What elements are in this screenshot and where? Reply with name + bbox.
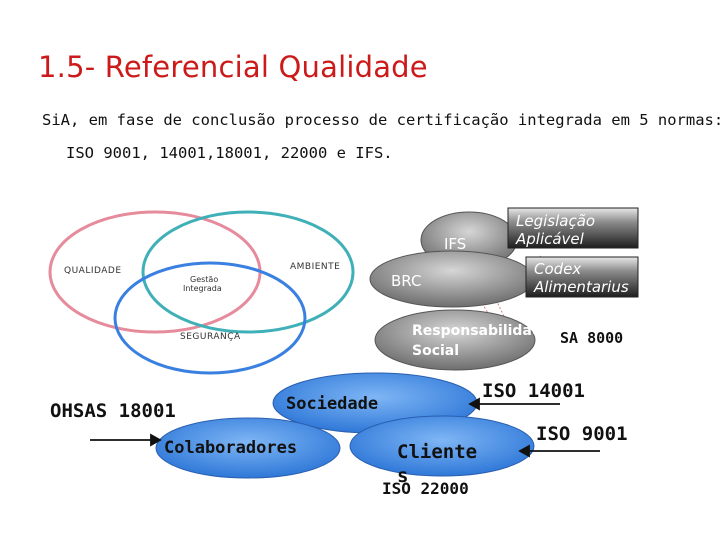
venn-label-security: SEGURANÇA bbox=[180, 332, 241, 342]
clients-ellipse bbox=[349, 415, 535, 477]
venn-label-environment: AMBIENTE bbox=[290, 262, 340, 272]
arrows bbox=[90, 397, 600, 458]
legislation-box: Legislação Aplicável bbox=[507, 207, 639, 249]
venn-label-integrated-1: Gestão bbox=[190, 275, 218, 284]
social-responsibility-label-2: Social bbox=[412, 343, 459, 359]
codex-label-1: Codex bbox=[534, 260, 581, 278]
codex-box: Codex Alimentarius bbox=[525, 256, 639, 298]
clients-label-1: Cliente bbox=[397, 441, 477, 463]
legislation-label-1: Legislação bbox=[516, 212, 595, 230]
iso-22000-label: ISO 22000 bbox=[382, 479, 469, 498]
venn-label-integrated-2: Integrada bbox=[183, 284, 222, 293]
venn-circle-environment bbox=[141, 210, 355, 334]
venn-circle-security bbox=[113, 261, 307, 375]
brc-label: BRC bbox=[391, 272, 421, 290]
venn-label-quality: QUALIDADE bbox=[64, 266, 122, 276]
clients-label-2: s bbox=[397, 465, 408, 487]
collaborators-ellipse bbox=[155, 417, 341, 479]
ifs-label: IFS bbox=[444, 235, 466, 253]
iso-14001-label: ISO 14001 bbox=[482, 380, 585, 402]
codex-label-2: Alimentarius bbox=[533, 278, 629, 296]
iso-9001-label: ISO 9001 bbox=[536, 423, 628, 445]
slide-title: 1.5- Referencial Qualidade bbox=[38, 50, 428, 84]
social-responsibility-ellipse bbox=[374, 309, 536, 371]
intro-text-line-1: SiA, em fase de conclusão processo de ce… bbox=[42, 111, 720, 129]
intro-text-line-2: ISO 9001, 14001,18001, 22000 e IFS. bbox=[66, 144, 393, 162]
legislation-label-2: Aplicável bbox=[515, 230, 585, 248]
sa8000-label: SA 8000 bbox=[560, 329, 623, 347]
venn-diagram: QUALIDADE AMBIENTE Gestão Integrada SEGU… bbox=[48, 210, 355, 375]
ohsas-18001-label: OHSAS 18001 bbox=[50, 400, 176, 422]
society-label: Sociedade bbox=[286, 394, 378, 414]
collaborators-label: Colaboradores bbox=[164, 438, 297, 458]
social-responsibility-label-1: Responsabilidade bbox=[412, 323, 551, 339]
